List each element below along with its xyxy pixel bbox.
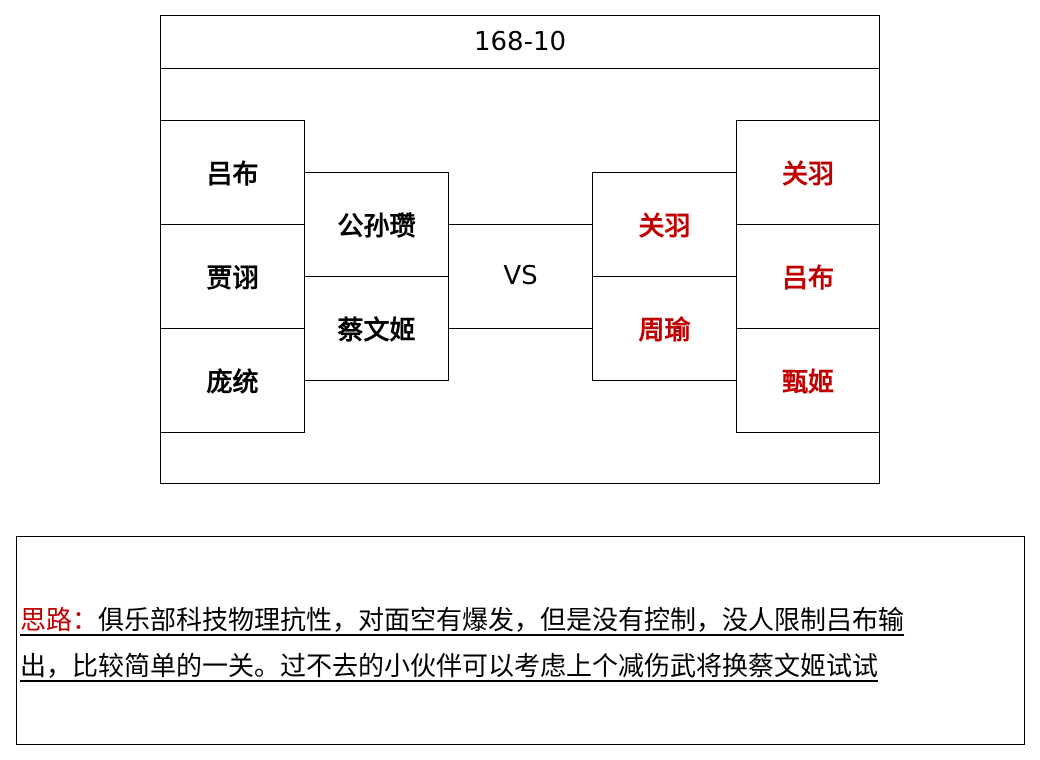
left-inner-hero-1: 公孙瓒 — [304, 172, 449, 277]
strategy-note-line-1: 俱乐部科技物理抗性，对面空有爆发，但是没有控制，没人限制吕布输 — [98, 606, 905, 636]
strategy-note-line-2: 出，比较简单的一关。过不去的小伙伴可以考虑上个减伤武将换蔡文姬试试 — [20, 652, 879, 682]
strategy-note-box — [16, 536, 1025, 745]
level-title: 168-10 — [160, 15, 880, 69]
right-inner-hero-2: 周瑜 — [592, 276, 737, 381]
left-outer-hero-1: 吕布 — [160, 120, 305, 225]
connector-line-top — [448, 224, 593, 225]
right-outer-hero-2: 吕布 — [736, 224, 880, 329]
right-inner-hero-1: 关羽 — [592, 172, 737, 277]
strategy-note-label: 思路： — [20, 606, 99, 636]
vs-label: VS — [503, 261, 538, 291]
right-outer-hero-3: 甄姬 — [736, 328, 880, 433]
connector-line-bottom — [448, 328, 593, 329]
right-outer-hero-1: 关羽 — [736, 120, 880, 225]
strategy-note-text: 思路：俱乐部科技物理抗性，对面空有爆发，但是没有控制，没人限制吕布输 出，比较简… — [20, 598, 1010, 690]
left-inner-hero-2: 蔡文姬 — [304, 276, 449, 381]
left-outer-hero-3: 庞统 — [160, 328, 305, 433]
left-outer-hero-2: 贾诩 — [160, 224, 305, 329]
